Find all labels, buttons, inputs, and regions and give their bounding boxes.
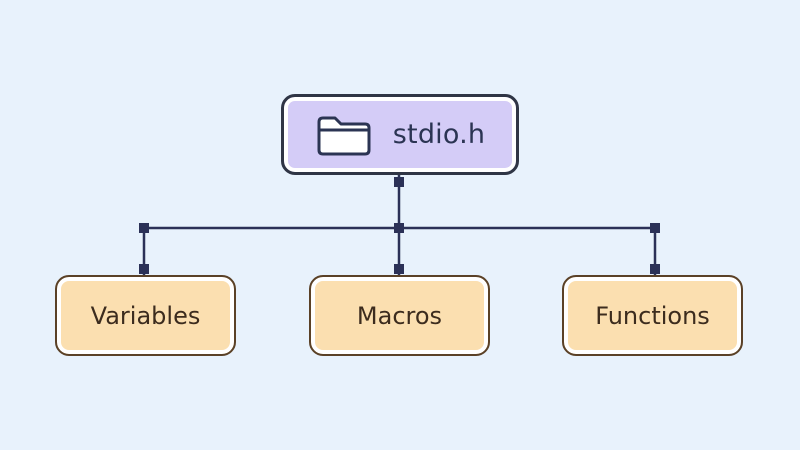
child-top-joint-macros bbox=[394, 264, 404, 274]
root-node-stdio-h[interactable]: stdio.h bbox=[281, 94, 519, 175]
child-node-macros[interactable]: Macros bbox=[309, 275, 490, 356]
child-node-functions[interactable]: Functions bbox=[562, 275, 743, 356]
child-top-joint-functions bbox=[650, 264, 660, 274]
root-node-label: stdio.h bbox=[392, 119, 486, 150]
child-node-label: Macros bbox=[356, 301, 443, 330]
child-node-label: Variables bbox=[90, 301, 201, 330]
branch-joint-functions bbox=[650, 223, 660, 233]
child-node-label: Functions bbox=[595, 301, 710, 330]
folder-icon bbox=[317, 116, 371, 155]
branch-joint-variables bbox=[139, 223, 149, 233]
child-top-joint-variables bbox=[139, 264, 149, 274]
child-node-variables[interactable]: Variables bbox=[55, 275, 236, 356]
root-bottom-joint bbox=[394, 177, 404, 187]
branch-joint-center bbox=[394, 223, 404, 233]
